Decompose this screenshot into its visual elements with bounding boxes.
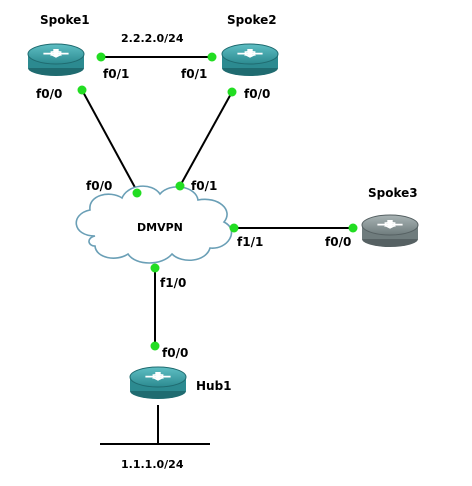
port-indicators — [77, 52, 358, 351]
port-label-spoke2-f0-1: f0/1 — [181, 67, 207, 81]
spoke1-label: Spoke1 — [40, 13, 90, 27]
port-label-hub1-f0-0: f0/0 — [162, 346, 188, 360]
dmvpn-label: DMVPN — [137, 221, 183, 234]
port-dot-spoke1-f0-1 — [96, 52, 106, 62]
port-label-spoke1-f0-0: f0/0 — [36, 87, 62, 101]
port-labels: f0/1 f0/1 f0/0 f0/0 f0/0 f0/1 f1/1 f0/0 … — [36, 67, 351, 360]
network-label-bottom: 1.1.1.0/24 — [121, 458, 184, 471]
network-label-top: 2.2.2.0/24 — [121, 32, 184, 45]
hub1-label: Hub1 — [196, 379, 232, 393]
port-dot-spoke2-f0-0 — [227, 87, 237, 97]
port-dot-spoke1-f0-0 — [77, 85, 87, 95]
spoke2-label: Spoke2 — [227, 13, 277, 27]
spoke3-label: Spoke3 — [368, 186, 418, 200]
spoke2-router[interactable] — [221, 43, 279, 76]
spoke3-router[interactable] — [361, 214, 419, 247]
port-label-dmvpn-f0-0: f0/0 — [86, 179, 112, 193]
port-label-dmvpn-f0-1: f0/1 — [191, 179, 217, 193]
hub1-router[interactable] — [129, 366, 187, 399]
port-dot-dmvpn-f1-0 — [150, 263, 160, 273]
cloud-icon — [75, 185, 233, 264]
port-dot-dmvpn-f1-1 — [229, 223, 239, 233]
links — [81, 56, 353, 445]
port-label-dmvpn-f1-0: f1/0 — [160, 276, 186, 290]
port-label-spoke1-f0-1: f0/1 — [103, 67, 129, 81]
port-dot-spoke2-f0-1 — [207, 52, 217, 62]
spoke1-router[interactable] — [27, 43, 85, 76]
port-dot-dmvpn-f0-0 — [132, 188, 142, 198]
dmvpn-cloud[interactable]: DMVPN — [75, 185, 233, 264]
port-label-dmvpn-f1-1: f1/1 — [237, 235, 263, 249]
port-dot-spoke3-f0-0 — [348, 223, 358, 233]
port-label-spoke2-f0-0: f0/0 — [244, 87, 270, 101]
link-spoke2-dmvpn[interactable] — [179, 91, 233, 187]
port-dot-dmvpn-f0-1 — [175, 181, 185, 191]
link-spoke1-dmvpn[interactable] — [81, 89, 139, 194]
port-label-spoke3-f0-0: f0/0 — [325, 235, 351, 249]
port-dot-hub1-f0-0 — [150, 341, 160, 351]
